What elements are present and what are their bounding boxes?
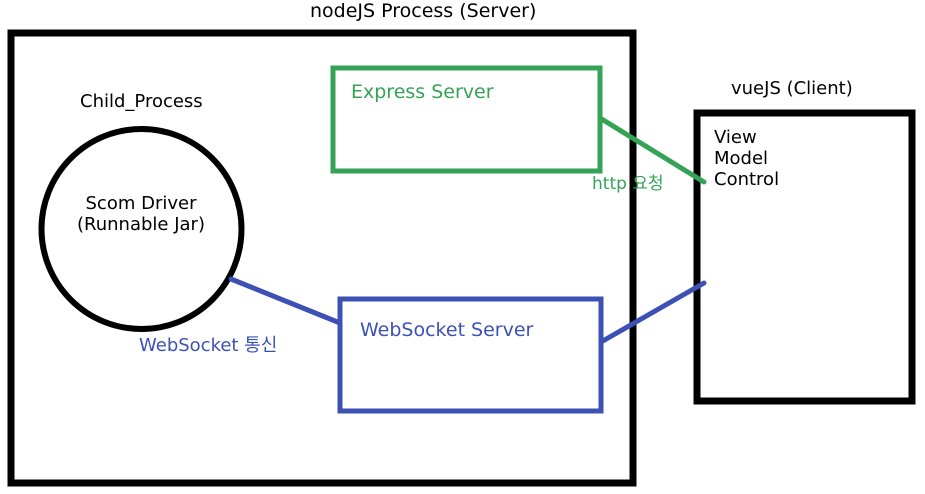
websocket-server-label: WebSocket Server: [360, 319, 534, 341]
vuejs-client-box: [693, 109, 916, 405]
websocket-server-box: [337, 296, 604, 414]
express-server-label: Express Server: [351, 81, 494, 103]
child-process-circle-text: Scom Driver (Runnable Jar): [77, 193, 205, 236]
nodejs-process-title: nodeJS Process (Server): [310, 0, 537, 22]
connector-websocket-client: [598, 280, 707, 345]
nodejs-process-container: [7, 29, 637, 487]
http-request-edge-label: http 요청: [592, 174, 664, 194]
websocket-comm-edge-label: WebSocket 통신: [139, 335, 278, 356]
child-process-caption: Child_Process: [80, 91, 203, 112]
connector-http-request: [597, 115, 707, 185]
express-server-box: [330, 65, 603, 174]
connector-websocket-comm: [228, 276, 343, 326]
vuejs-client-items: View Model Control: [714, 127, 780, 191]
child-process-circle: [38, 126, 245, 332]
vuejs-client-title: vueJS (Client): [731, 78, 853, 99]
